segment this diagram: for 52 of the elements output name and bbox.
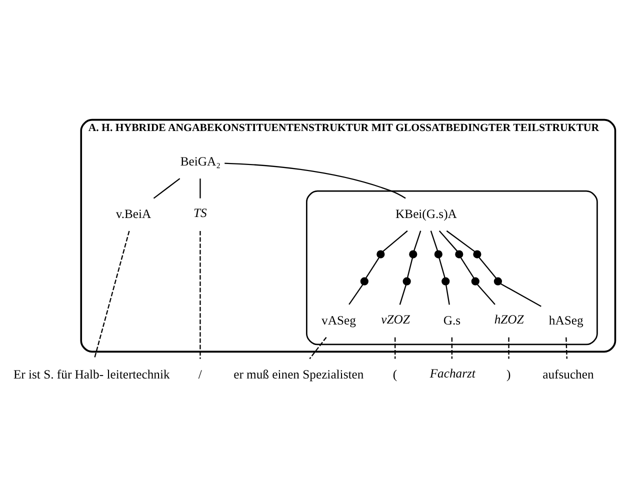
connector: [94, 230, 130, 360]
connector: [348, 284, 364, 305]
node-text: aufsuchen: [542, 367, 594, 382]
node-circle: [473, 250, 482, 258]
node-text: Er ist S. für Halb- leitertechnik: [13, 367, 170, 382]
connector: [508, 337, 510, 359]
connector: [478, 257, 496, 278]
connector: [309, 336, 327, 360]
node-circle: [376, 250, 385, 258]
node-circle: [471, 277, 480, 286]
node-text: (: [392, 367, 398, 382]
node-circle: [434, 250, 442, 258]
connector: [438, 230, 458, 252]
node-circle: [402, 277, 411, 286]
node-text: hASeg: [548, 313, 584, 328]
node-text: ): [506, 367, 511, 382]
connector: [500, 283, 542, 307]
connector: [446, 230, 476, 252]
connector: [566, 337, 568, 359]
connector: [438, 258, 446, 278]
node-circle: [442, 277, 450, 286]
node-text: hZOZ: [494, 312, 524, 326]
connector: [430, 230, 438, 251]
connector: [460, 258, 474, 278]
connector: [200, 230, 201, 359]
node-circle: [409, 250, 418, 258]
connector: [477, 284, 496, 305]
node-circle: [455, 250, 464, 258]
node-circle: [494, 277, 502, 286]
node-text: TS: [193, 206, 207, 220]
connector: [382, 230, 408, 252]
connector: [451, 337, 453, 359]
node-text: er muß einen Spezialisten: [234, 367, 364, 382]
connector: [394, 337, 396, 359]
connector: [399, 284, 407, 305]
connector: [200, 178, 201, 198]
node-text: BeiGA₂: [180, 154, 221, 169]
node-circle: [360, 277, 368, 286]
connector: [414, 230, 422, 251]
node-text: Facharzt: [430, 366, 476, 381]
node-text: /: [198, 367, 202, 382]
cluster: [306, 190, 598, 346]
node-text: vZOZ: [381, 312, 410, 326]
connector: [406, 258, 414, 278]
connector: [366, 258, 380, 278]
node-text: vASeg: [322, 313, 356, 328]
connector: [224, 162, 406, 199]
connector: [153, 178, 180, 199]
node-text: KBei(G.s)A: [396, 206, 457, 221]
node-text: G.s: [443, 313, 461, 328]
connector: [445, 284, 450, 305]
node-text: v.BeiA: [116, 206, 152, 221]
